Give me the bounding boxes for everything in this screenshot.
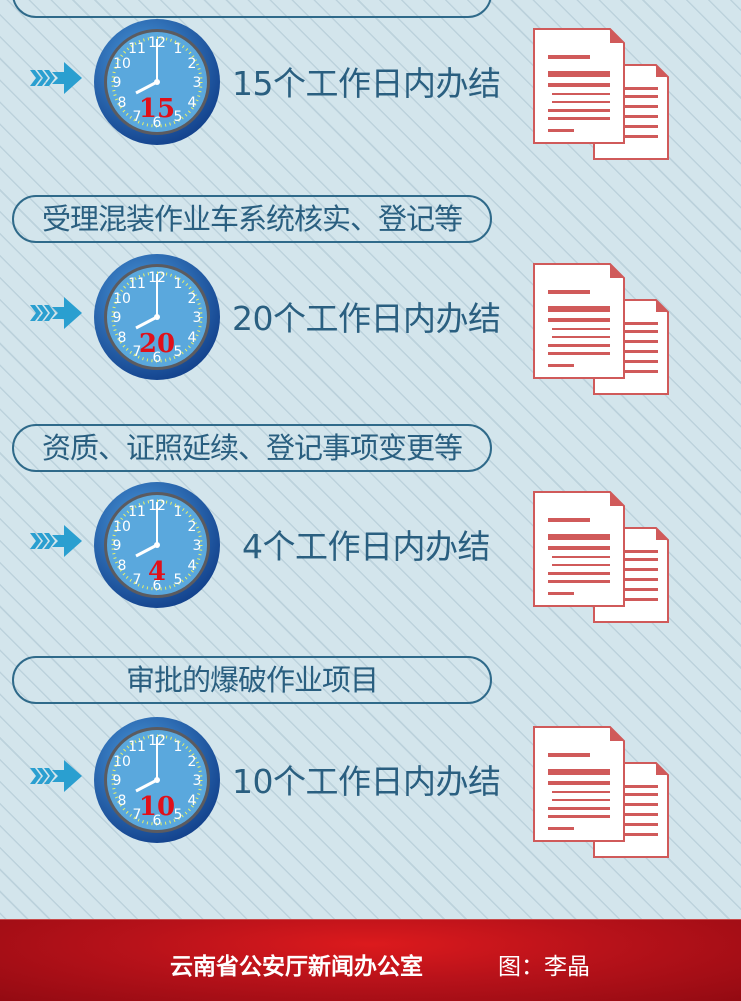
triple-chevron-arrow-icon <box>30 525 82 557</box>
svg-text:6: 6 <box>153 115 162 131</box>
svg-text:2: 2 <box>188 519 197 535</box>
svg-text:10: 10 <box>113 754 131 770</box>
svg-text:1: 1 <box>174 41 183 57</box>
svg-text:4: 4 <box>188 793 197 809</box>
footer-credit: 图：李晶 <box>498 954 590 980</box>
duration-text: 20个工作日内办结 <box>232 299 501 338</box>
svg-text:4: 4 <box>188 558 197 574</box>
svg-text:9: 9 <box>113 773 122 789</box>
svg-text:4: 4 <box>148 557 166 587</box>
duration-text: 4个工作日内办结 <box>242 527 491 566</box>
svg-text:1: 1 <box>174 504 183 520</box>
documents-icon <box>533 263 669 395</box>
svg-text:3: 3 <box>193 75 202 91</box>
svg-text:6: 6 <box>153 813 162 829</box>
svg-text:5: 5 <box>174 109 183 125</box>
clock-icon: 121234567891011 15 <box>94 19 220 145</box>
footer-organization: 云南省公安厅新闻办公室 <box>170 954 423 980</box>
item-row-1: 121234567891011 15 15个工作日内办结 <box>0 17 741 160</box>
svg-text:6: 6 <box>153 350 162 366</box>
svg-text:3: 3 <box>193 773 202 789</box>
svg-text:10: 10 <box>113 291 131 307</box>
category-pill-top <box>12 0 492 18</box>
svg-text:10: 10 <box>139 792 175 822</box>
duration-text: 10个工作日内办结 <box>232 762 501 801</box>
clock-icon: 121234567891011 10 <box>94 717 220 843</box>
svg-text:7: 7 <box>133 572 142 588</box>
svg-text:8: 8 <box>118 95 127 111</box>
triple-chevron-arrow-icon <box>30 62 82 94</box>
svg-text:5: 5 <box>174 344 183 360</box>
triple-chevron-arrow-icon <box>30 297 82 329</box>
svg-text:11: 11 <box>128 739 146 755</box>
svg-text:4: 4 <box>188 330 197 346</box>
svg-text:2: 2 <box>188 56 197 72</box>
svg-text:3: 3 <box>193 310 202 326</box>
svg-text:7: 7 <box>133 344 142 360</box>
svg-text:9: 9 <box>113 75 122 91</box>
svg-text:10: 10 <box>113 56 131 72</box>
documents-icon <box>533 28 669 160</box>
footer-banner: 云南省公安厅新闻办公室 图：李晶 <box>0 919 741 1001</box>
svg-text:9: 9 <box>113 310 122 326</box>
svg-text:20: 20 <box>139 329 175 359</box>
svg-text:1: 1 <box>174 739 183 755</box>
documents-icon <box>533 726 669 858</box>
svg-text:3: 3 <box>193 538 202 554</box>
item-row-2: 121234567891011 20 20个工作日内办结 <box>0 252 741 395</box>
svg-text:5: 5 <box>174 572 183 588</box>
svg-text:9: 9 <box>113 538 122 554</box>
category-pill-3: 资质、证照延续、登记事项变更等 <box>12 424 492 472</box>
svg-text:15: 15 <box>139 94 175 124</box>
svg-text:8: 8 <box>118 558 127 574</box>
svg-text:2: 2 <box>188 754 197 770</box>
svg-text:2: 2 <box>188 291 197 307</box>
svg-text:8: 8 <box>118 793 127 809</box>
svg-text:11: 11 <box>128 41 146 57</box>
svg-text:6: 6 <box>153 578 162 594</box>
clock-icon: 121234567891011 4 <box>94 482 220 608</box>
item-row-4: 121234567891011 10 10个工作日内办结 <box>0 715 741 858</box>
clock-icon: 121234567891011 20 <box>94 254 220 380</box>
category-pill-4: 审批的爆破作业项目 <box>12 656 492 704</box>
documents-icon <box>533 491 669 623</box>
svg-text:7: 7 <box>133 109 142 125</box>
item-row-3: 121234567891011 4 4个工作日内办结 <box>0 480 741 623</box>
svg-text:5: 5 <box>174 807 183 823</box>
svg-text:1: 1 <box>174 276 183 292</box>
category-pill-2: 受理混装作业车系统核实、登记等 <box>12 195 492 243</box>
triple-chevron-arrow-icon <box>30 760 82 792</box>
svg-text:4: 4 <box>188 95 197 111</box>
svg-text:11: 11 <box>128 276 146 292</box>
svg-text:7: 7 <box>133 807 142 823</box>
svg-text:8: 8 <box>118 330 127 346</box>
svg-text:11: 11 <box>128 504 146 520</box>
svg-text:10: 10 <box>113 519 131 535</box>
duration-text: 15个工作日内办结 <box>232 64 501 103</box>
